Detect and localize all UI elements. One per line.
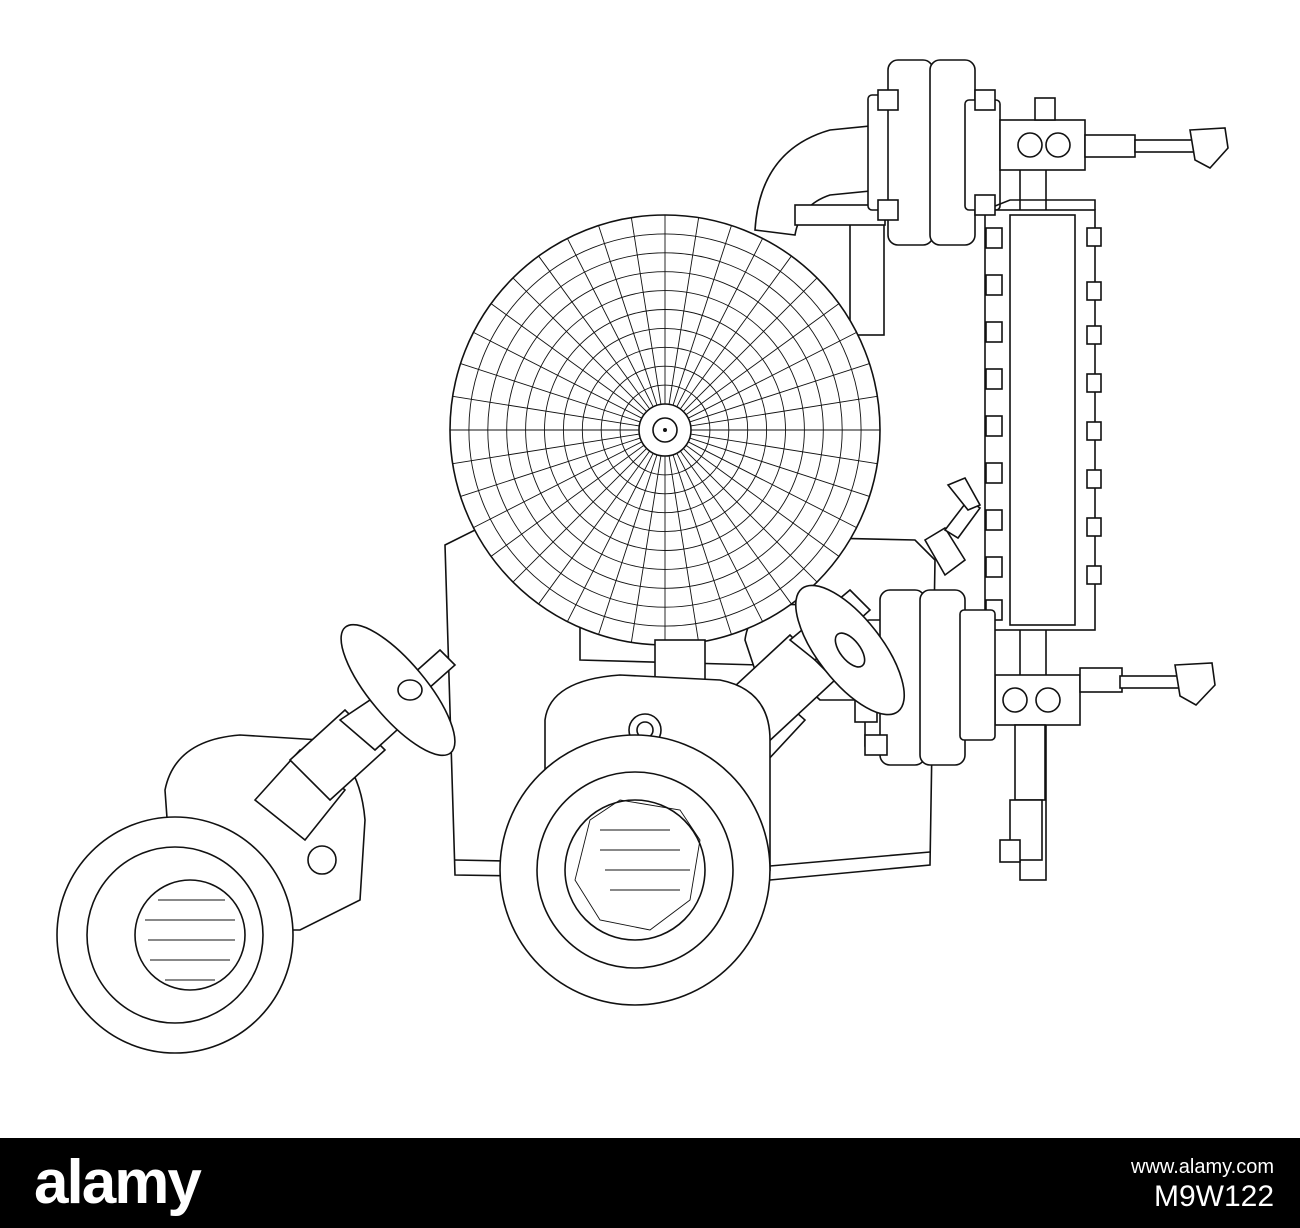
- tank-spoke-line: [512, 277, 647, 412]
- tank-spoke-line: [690, 395, 878, 427]
- tank-spoke-line: [668, 455, 700, 643]
- footer-bar: alamy www.alamy.com M9W122: [0, 1138, 1300, 1228]
- tank-spoke-line: [512, 448, 647, 583]
- tank-spoke-line: [630, 217, 662, 405]
- tank-spoke-line: [538, 255, 651, 410]
- top-flange: [867, 59, 1001, 246]
- tank-spoke-line: [679, 255, 792, 410]
- tank-spoke-line: [452, 395, 640, 427]
- tank-spoke-line: [679, 450, 792, 605]
- tank-spoke-line: [685, 303, 840, 416]
- tank-spoke-line: [689, 437, 870, 497]
- center-pipe-valve: [499, 674, 771, 1006]
- footer-url: www.alamy.com: [1131, 1156, 1274, 1178]
- tank-spoke-line: [452, 433, 640, 465]
- spherical-tank: [449, 214, 881, 646]
- sight-glass-bolts: [985, 227, 1102, 621]
- left-pipe-valve: [56, 623, 457, 1054]
- tank-spoke-line: [473, 331, 643, 419]
- tank-spoke-line: [689, 363, 870, 423]
- drain-valve: [923, 476, 982, 577]
- vertical-pipe: [754, 124, 886, 336]
- tank-spoke-line: [668, 217, 700, 405]
- tank-spoke-line: [460, 437, 641, 497]
- tank-spoke-line: [683, 448, 818, 583]
- tank-spoke-line: [683, 277, 818, 412]
- lower-valve-block: [994, 662, 1216, 863]
- tank-spoke-line: [490, 303, 645, 416]
- tank-spoke-line: [676, 238, 764, 408]
- tank-spoke-line: [672, 225, 732, 406]
- tank-spoke-line: [566, 238, 654, 408]
- tank-spoke-line: [566, 452, 654, 622]
- wireframe-drawing: [56, 59, 1229, 1054]
- tank-spoke-line: [630, 455, 662, 643]
- tank-spoke-line: [672, 454, 732, 635]
- tank-spoke-line: [687, 441, 857, 529]
- tank-spoke-line: [598, 225, 658, 406]
- tank-spoke-line: [676, 452, 764, 622]
- footer-image-id: M9W122: [1153, 1180, 1274, 1213]
- tank-spoke-line: [473, 441, 643, 529]
- tank-spoke-line: [460, 363, 641, 423]
- tank-spoke-line: [690, 433, 878, 465]
- top-flange-bolts: [877, 89, 1056, 221]
- tank-spoke-line: [598, 454, 658, 635]
- footer-info: www.alamy.com M9W122: [1131, 1154, 1274, 1214]
- tank-spoke-line: [538, 450, 651, 605]
- tank-spoke-line: [685, 444, 840, 557]
- alamy-logo: alamy: [34, 1148, 202, 1217]
- upper-valve-block: [999, 119, 1229, 171]
- tank-spoke-line: [490, 444, 645, 557]
- tank-spoke-line: [687, 331, 857, 419]
